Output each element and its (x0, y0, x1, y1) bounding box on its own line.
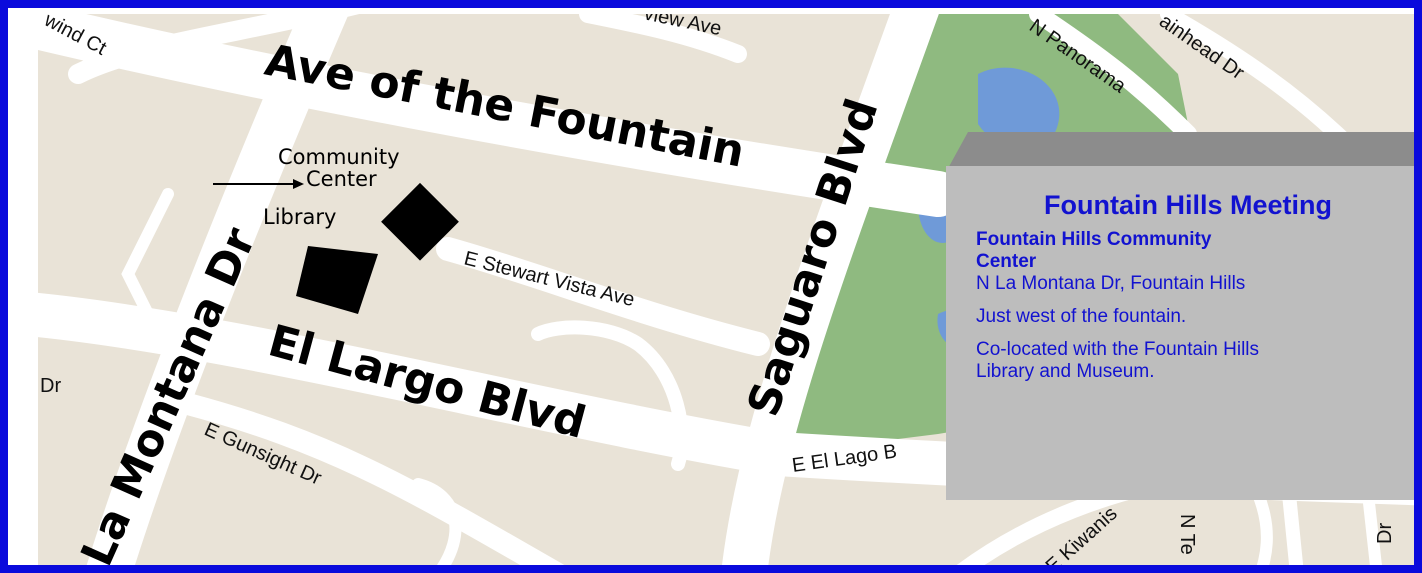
community-center-label-1: Community (278, 145, 400, 169)
venue-name-line2: Center (976, 251, 1037, 272)
venue-direction: Just west of the fountain. (976, 306, 1187, 327)
panel-body: Fountain Hills Meeting Fountain Hills Co… (946, 166, 1414, 500)
library-marker (296, 246, 378, 314)
arrow-head (293, 179, 304, 189)
community-center-label-2: Center (306, 167, 377, 191)
panel-title: Fountain Hills Meeting (1044, 190, 1332, 220)
library-label: Library (263, 205, 336, 229)
venue-note-line1: Co-located with the Fountain Hills (976, 339, 1260, 360)
panel-bevel (946, 132, 1414, 172)
info-panel: Fountain Hills Meeting Fountain Hills Co… (946, 132, 1414, 500)
venue-note-line2: Library and Museum. (976, 361, 1155, 382)
dr-right-label: Dr (1374, 523, 1396, 544)
n-te-label: N Te (1176, 514, 1198, 555)
venue-name-line1: Fountain Hills Community (976, 229, 1212, 250)
community-center-marker (381, 182, 459, 261)
venue-address: N La Montana Dr, Fountain Hills (976, 273, 1246, 294)
dr-left-label: Dr (40, 375, 61, 397)
fountain-lake (978, 67, 1060, 151)
